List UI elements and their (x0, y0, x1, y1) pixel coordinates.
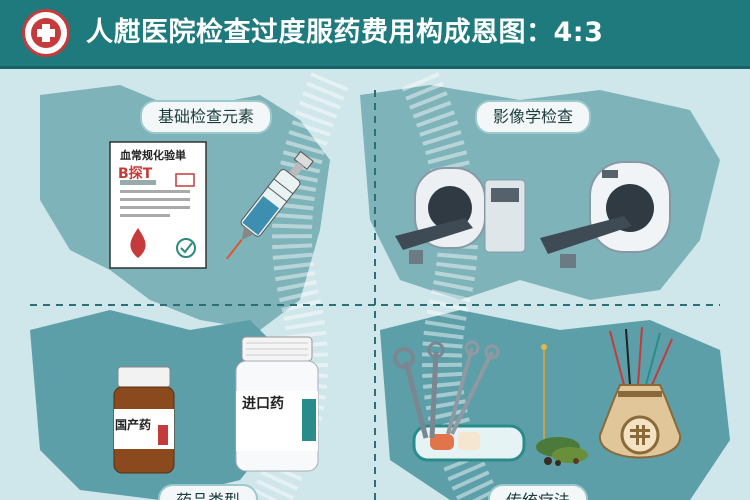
acupuncture-herbs-icon (536, 344, 588, 466)
domestic-drug-label: 国产药 (115, 418, 152, 432)
syringe-icon (226, 150, 314, 260)
hospital-cross-logo-icon (22, 9, 70, 57)
section-label-drug-type: 药品类型 (158, 484, 259, 500)
section-label-imaging: 影像学检查 (475, 100, 592, 134)
blood-test-report-icon (109, 141, 207, 269)
imported-drug-bottle-icon (235, 336, 319, 472)
header-bar: 人甝医院检查过度服药费用构成恩图：4:3 (0, 0, 750, 69)
section-label-traditional-therapy: 传统疗法 (488, 484, 589, 500)
page-title: 人甝医院检查过度服药费用构成恩图：4:3 (86, 17, 604, 48)
domestic-drug-bottle-icon (113, 366, 175, 474)
herb-sack-with-needles-icon (598, 326, 682, 459)
mri-scanner-icon (395, 167, 526, 264)
surgical-tools-tray-icon (393, 340, 526, 462)
imported-drug-label: 进口药 (242, 396, 284, 412)
report-title: 血常规化验単 (120, 149, 186, 162)
report-subtitle: B探T (118, 166, 153, 182)
ct-scanner-icon (540, 161, 671, 268)
section-label-basic-exam: 基础检查元素 (140, 100, 273, 134)
